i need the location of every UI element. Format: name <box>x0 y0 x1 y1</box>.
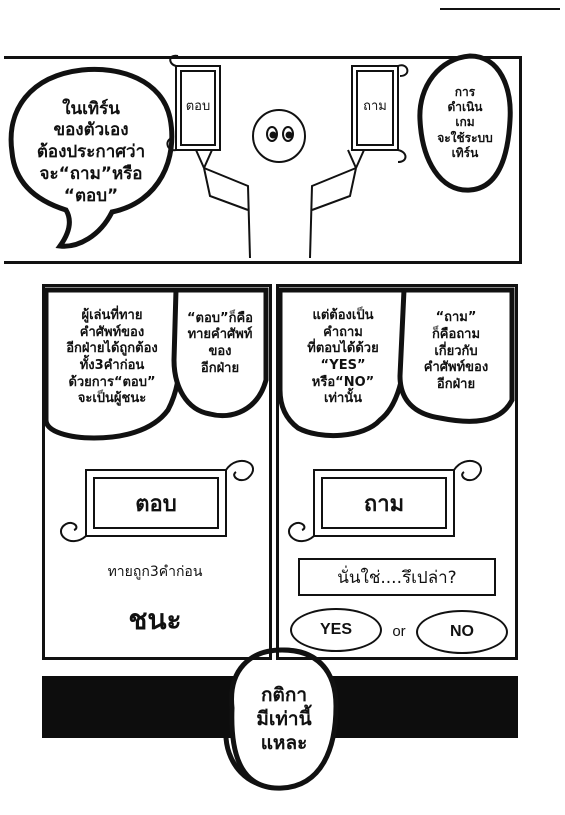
text-line: คำศัพท์ของ <box>423 360 489 376</box>
intro-bubble-right: การ ดำเนิน เกม จะใช้ระบบ เทิร์น <box>424 62 506 184</box>
text-line: แหละ <box>260 732 308 755</box>
text-line: ของ <box>208 344 232 359</box>
text-line: อีกฝ่าย <box>200 360 240 376</box>
text-line: ที่ตอบได้ด้วย <box>307 341 379 357</box>
text-line: เท่านั้น <box>323 391 363 407</box>
speech-bubble-left <box>8 66 175 249</box>
text-line: แต่ต้องเป็น <box>312 308 374 324</box>
bubble-p2-right <box>171 287 269 419</box>
question-box: นั่นใช่....รึเปล่า? <box>298 558 496 596</box>
sign-ask-label: ถาม <box>363 98 387 114</box>
text-line: ของตัวเอง <box>53 120 129 141</box>
plate-answer-label: ตอบ <box>135 491 177 517</box>
no-oval: NO <box>416 610 508 654</box>
text-line: ต้องประกาศว่า <box>36 142 146 163</box>
yes-oval: YES <box>290 608 382 652</box>
text-line: “YES” <box>320 358 366 373</box>
text-line: ในเทิร์น <box>62 98 120 119</box>
text-line: ทายคำศัพท์ <box>187 327 253 343</box>
text-line: ดำเนิน <box>447 99 483 114</box>
plate-ask <box>288 459 483 543</box>
panel-answer-frame <box>42 284 272 660</box>
bubble-p3-right <box>397 287 515 424</box>
text-line: “ตอบ”ก็คือ <box>187 310 253 326</box>
text-line: คำถาม <box>323 324 363 340</box>
text-line: คำศัพท์ของ <box>79 324 145 340</box>
text-line: “ตอบ” <box>63 185 119 206</box>
text-line: เทิร์น <box>451 146 479 161</box>
text-line: อีกฝ่าย <box>436 376 476 392</box>
closing-bubble-text: กติกา มีเท่านี้ แหละ <box>238 664 330 774</box>
text-line: การ <box>454 84 476 99</box>
text-line: จะ“ถาม”หรือ <box>39 163 143 184</box>
text-line: จะใช้ระบบ <box>437 130 493 145</box>
plate-ask-label: ถาม <box>363 491 405 517</box>
ask-bubble-right: “ถาม” ก็คือถาม เกี่ยวกับ คำศัพท์ของ อีกฝ… <box>404 296 508 408</box>
text-line: เกม <box>455 115 475 130</box>
text-line: เกี่ยวกับ <box>434 343 478 359</box>
or-label: or <box>392 622 406 640</box>
sign-answer <box>166 54 221 152</box>
text-line: “ถาม” <box>435 310 477 326</box>
stick-figure <box>195 109 365 259</box>
sign-ask <box>351 64 409 163</box>
text-line: อีกฝ่ายได้ถูกต้อง <box>66 341 158 357</box>
text-line: ผู้เล่นที่ทาย <box>81 308 143 324</box>
text-line: ก็คือถาม <box>431 327 481 343</box>
answer-bubble-right: “ตอบ”ก็คือ ทายคำศัพท์ ของ อีกฝ่าย <box>176 296 264 392</box>
answer-bubble-left: ผู้เล่นที่ทาย คำศัพท์ของ อีกฝ่ายได้ถูกต้… <box>48 298 176 418</box>
ask-bubble-left: แต่ต้องเป็น คำถาม ที่ตอบได้ด้วย “YES” หร… <box>284 296 402 420</box>
intro-bubble-left: ในเทิร์น ของตัวเอง ต้องประกาศว่า จะ“ถาม”… <box>16 88 166 218</box>
sign-answer-label: ตอบ <box>185 98 211 114</box>
text-line: หรือ“NO” <box>311 374 375 390</box>
answer-caption: ทายถูก3คำก่อน <box>107 564 203 580</box>
page-top-rule <box>440 8 560 10</box>
text-line: กติกา <box>260 683 307 706</box>
text-line: มีเท่านี้ <box>256 707 312 730</box>
panel-ask-frame <box>276 284 518 660</box>
text-line: ทั้ง3คำก่อน <box>79 358 145 373</box>
speech-bubble-right <box>417 53 513 193</box>
text-line: จะเป็นผู้ชนะ <box>77 391 147 407</box>
plate-answer <box>60 459 255 543</box>
answer-result: ชนะ <box>128 603 182 636</box>
text-line: ด้วยการ“ตอบ” <box>68 374 156 390</box>
